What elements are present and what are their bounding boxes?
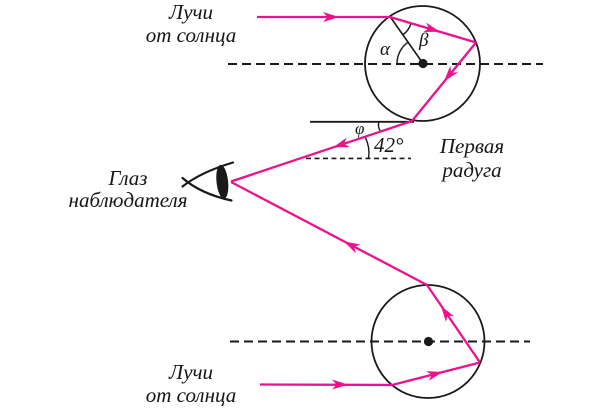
label-observer-eye: Глаз наблюдателя (52, 167, 204, 211)
label-sun-rays-bottom: Лучи от солнца (126, 361, 256, 407)
label-sun-rays-top-line1: Лучи (168, 0, 214, 24)
refracted-ray-bottom-arrowhead-icon (426, 371, 443, 381)
label-sun-rays-top-line2: от солнца (145, 23, 237, 47)
sun-ray-top-arrowhead-icon (323, 12, 339, 22)
reflected-ray-top-arrowhead-icon (444, 65, 458, 82)
label-observer-line1: Глаз (108, 166, 148, 190)
alpha-angle-arc (396, 41, 409, 64)
bottom-droplet-center-dot (423, 336, 434, 347)
sun-ray-bottom-arrowhead-icon (332, 379, 348, 390)
phi-angle-arc (377, 121, 382, 132)
label-observer-line2: наблюдателя (68, 188, 188, 212)
exit-ray-to-eye-arrowhead-icon (333, 137, 350, 148)
label-sun-rays-bottom-line1: Лучи (168, 360, 214, 384)
angle42-arc (364, 136, 370, 159)
label-first-rainbow: Первая радуга (422, 134, 522, 182)
label-42-degrees: 42° (374, 133, 404, 157)
eye-ray-from-bottom-arrowhead-icon (344, 241, 361, 254)
reflected-ray-top (411, 41, 477, 122)
internal-ray-bottom-arrowhead-icon (441, 306, 455, 322)
eye-icon (181, 161, 235, 188)
label-first-rainbow-line2: радуга (442, 158, 502, 182)
normal-radius-line (389, 16, 424, 64)
eye-icon (181, 176, 233, 202)
label-alpha-angle: α (380, 39, 390, 60)
sun-ray-bottom (259, 383, 393, 387)
label-sun-rays-bottom-line2: от солнца (145, 383, 237, 407)
label-phi-angle: φ (355, 119, 365, 138)
internal-ray-bottom (426, 284, 481, 364)
label-sun-rays-top: Лучи от солнца (126, 1, 256, 47)
exit-ray-to-eye (230, 119, 413, 183)
label-first-rainbow-line1: Первая (439, 134, 505, 158)
beta-angle-arc (402, 23, 412, 36)
refracted-ray-top-arrowhead-icon (423, 22, 440, 32)
top-droplet-center-dot (418, 58, 428, 69)
eye-lens-icon (216, 164, 229, 199)
eye-ray-from-bottom (230, 180, 428, 287)
label-beta-angle: β (419, 30, 429, 51)
